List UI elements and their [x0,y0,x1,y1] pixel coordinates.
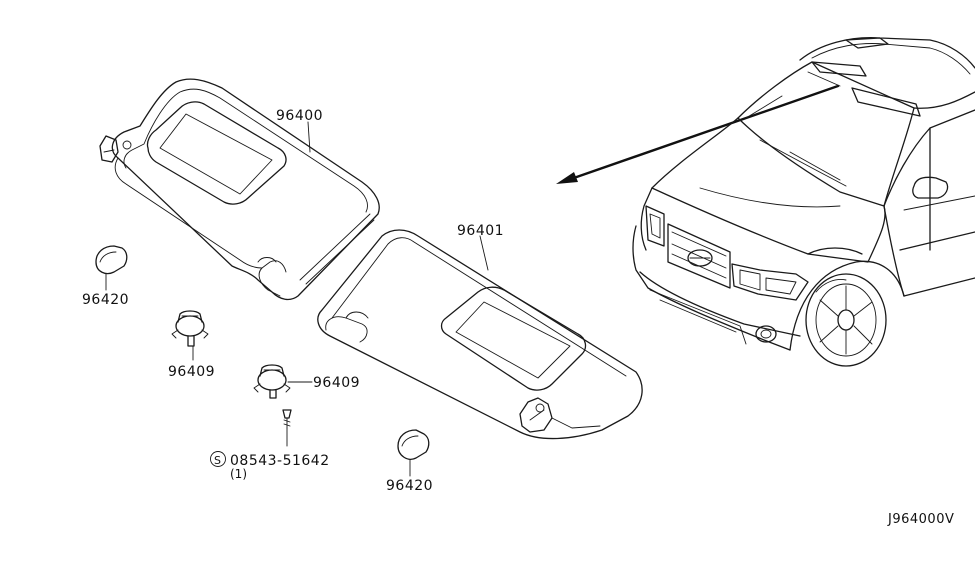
leader-96400 [307,121,311,153]
label-96420-bottom: 96420 [386,478,433,494]
label-screw-part-number: 08543-51642 [230,453,330,469]
vehicle-front-view [632,37,975,367]
label-96400: 96400 [276,108,323,124]
standard-part-symbol-icon [210,451,226,467]
standard-part-symbol-text: S [214,454,221,467]
label-96401: 96401 [457,223,504,239]
visor-clip-right [253,364,291,399]
visor-holder-left [95,245,128,275]
location-arrow [556,84,840,184]
sun-visor-96401 [317,229,643,440]
visor-holder-bottom [397,429,430,460]
label-96409-left: 96409 [168,364,215,380]
drawing-code: J964000V [887,512,954,527]
screw-08543-51642 [282,409,292,429]
visor-clip-left [171,310,209,347]
label-96420-left: 96420 [82,292,129,308]
label-screw-quantity: (1) [230,467,247,481]
label-96409-right: 96409 [313,375,360,391]
sun-visor-96400 [99,78,380,301]
leader-96401 [479,235,489,271]
